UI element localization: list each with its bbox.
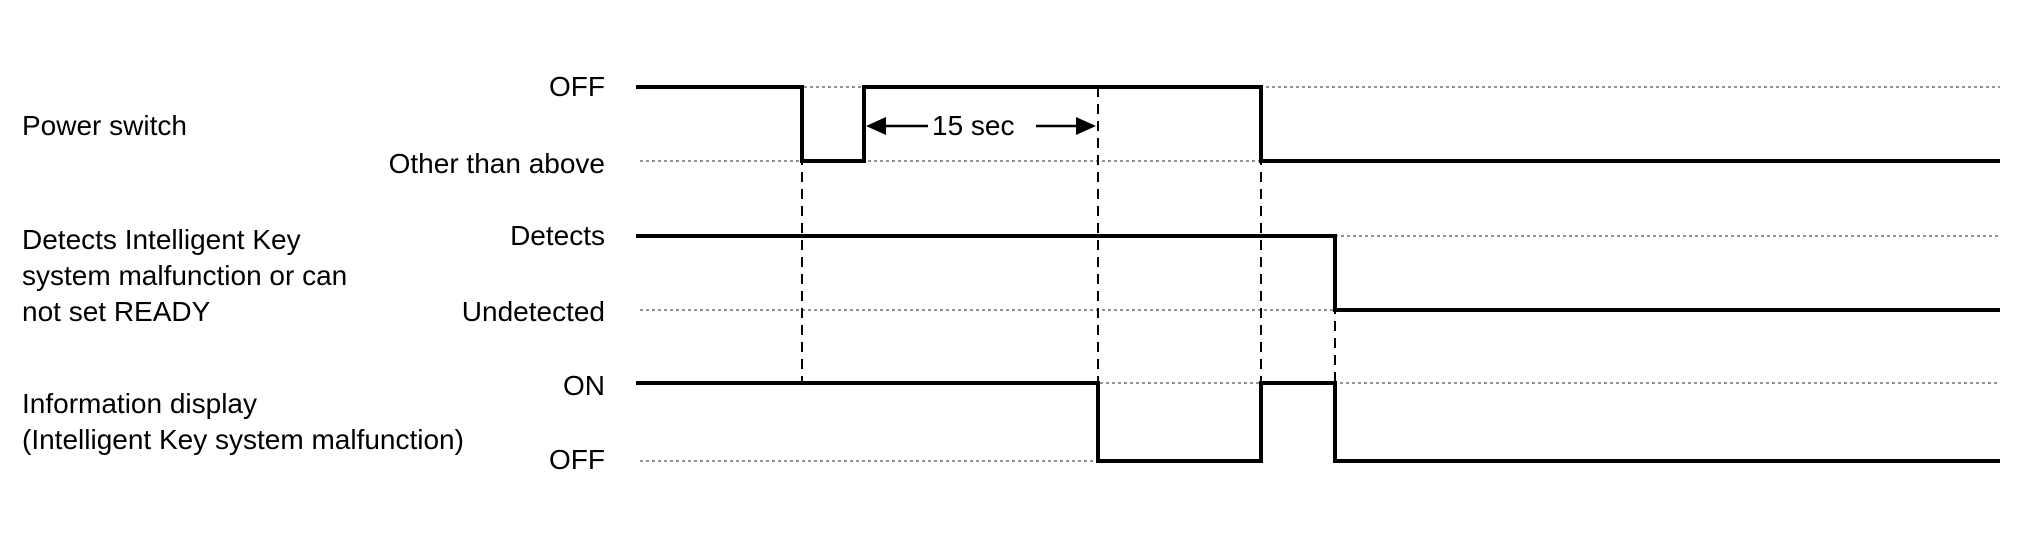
duration-arrowhead-left — [866, 117, 886, 135]
signal-label-intelligent-key-detect: Detects Intelligent Key system malfuncti… — [22, 224, 348, 327]
state-label-undetected: Undetected — [461, 296, 605, 327]
signal-label-power-switch: Power switch — [22, 110, 187, 141]
state-label-display-off: OFF — [549, 444, 605, 475]
duration-arrowhead-right — [1076, 117, 1096, 135]
waveform-power-switch — [636, 85, 2000, 163]
state-label-power-off: OFF — [549, 71, 605, 102]
event-markers — [801, 87, 1336, 461]
state-label-power-other: Other than above — [388, 148, 605, 179]
reference-lines — [636, 86, 2000, 462]
waveform-intelligent-key-detect — [636, 234, 2000, 312]
waveform-information-display — [636, 381, 2000, 463]
duration-label: 15 sec — [928, 110, 1019, 142]
state-label-display-on: ON — [563, 370, 605, 401]
signal-label-information-display: Information display (Intelligent Key sys… — [22, 388, 464, 455]
state-label-detects: Detects — [510, 220, 605, 251]
duration-arrow — [866, 117, 1096, 135]
